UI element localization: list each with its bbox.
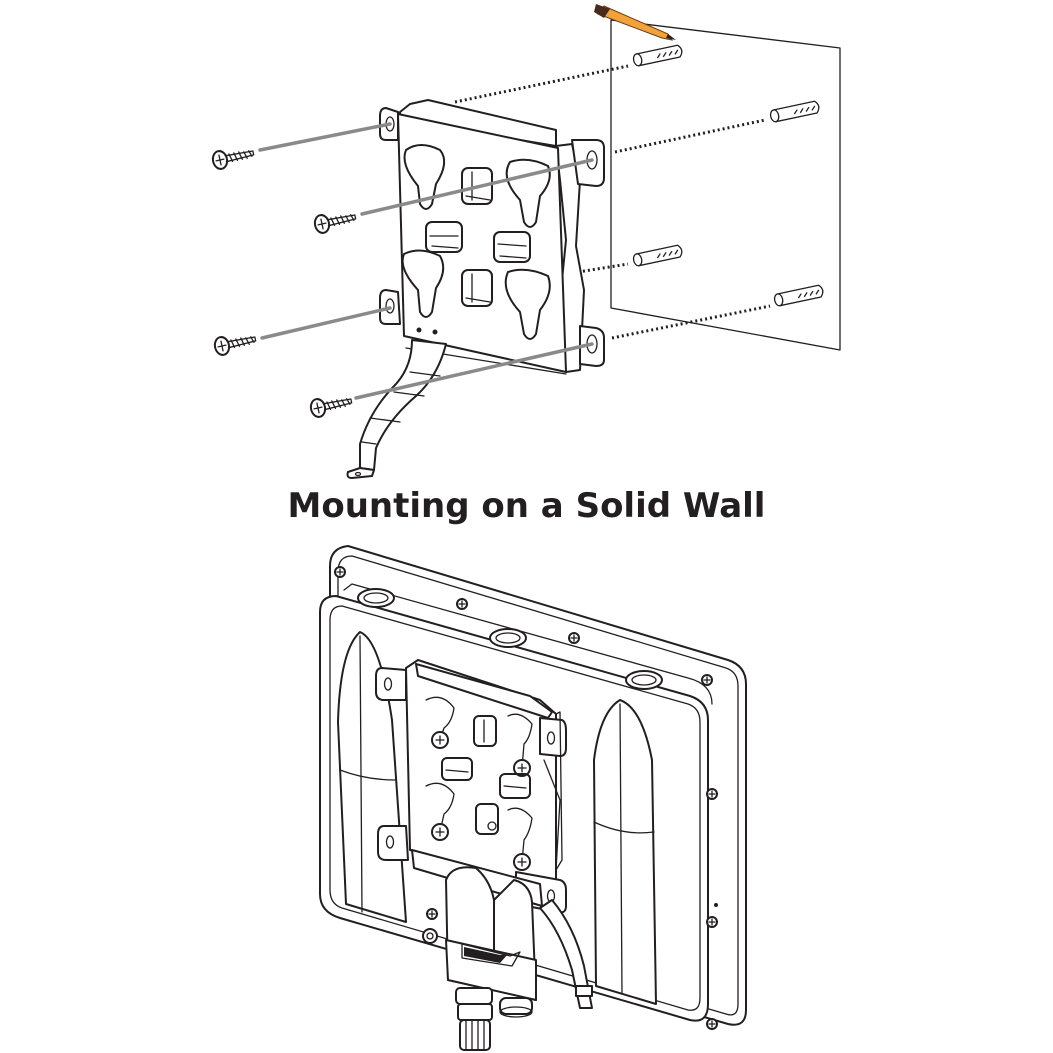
- screw-icon: [211, 150, 255, 170]
- screw-head-icon: [513, 853, 531, 871]
- guide-line: [258, 122, 392, 152]
- screw-head-icon: [431, 731, 449, 749]
- keyhole-slot: [504, 268, 551, 340]
- antenna-dome: [593, 699, 657, 1005]
- screw-icon: [213, 336, 257, 356]
- guide-dotted-line: [611, 304, 771, 340]
- bracket-clip: [461, 167, 493, 205]
- bracket-clip: [425, 221, 463, 253]
- screw-head-icon: [456, 598, 468, 610]
- wall-anchor-icon: [769, 100, 820, 123]
- cable-gland: [455, 987, 493, 1051]
- screw-head-icon: [706, 1018, 718, 1030]
- caption-title: Mounting on a Solid Wall: [287, 486, 766, 526]
- keyhole-slot: [403, 144, 446, 210]
- bracket-clip: [493, 231, 531, 263]
- grounding-port: [422, 928, 438, 944]
- pencil-icon: [594, 4, 676, 41]
- screw-head-icon: [706, 788, 718, 800]
- guide-dotted-line: [454, 64, 629, 104]
- mounting-bracket: [379, 99, 605, 375]
- guide-dotted-line: [577, 262, 629, 274]
- guide-dotted-line: [614, 118, 766, 154]
- brand-logo: [461, 943, 521, 967]
- wall-plane: [610, 19, 841, 351]
- bracket-clip: [461, 269, 493, 307]
- screw-head-icon: [706, 916, 718, 928]
- guide-line: [354, 342, 594, 400]
- port-grommet: [489, 628, 527, 648]
- access-point-device: [319, 545, 747, 1051]
- wall-anchor-icon: [632, 244, 683, 267]
- screw-head-icon: [426, 908, 438, 920]
- screw-head-icon: [701, 674, 713, 686]
- screw-icon: [309, 398, 353, 418]
- screw-head-icon: [513, 759, 531, 777]
- port-grommet: [357, 588, 395, 608]
- screw-icon: [313, 214, 357, 234]
- wall-anchor-icon: [632, 44, 683, 67]
- guide-line: [260, 306, 392, 340]
- cable-strap: [346, 339, 447, 479]
- screw-head-icon: [334, 566, 346, 578]
- port-grommet: [625, 670, 663, 690]
- wall-anchor-icon: [773, 284, 824, 307]
- screw-head-icon: [431, 823, 449, 841]
- keyhole-slot: [505, 158, 551, 228]
- cable-gland: [499, 997, 533, 1018]
- screw-head-icon: [568, 632, 580, 644]
- guide-line: [360, 158, 594, 216]
